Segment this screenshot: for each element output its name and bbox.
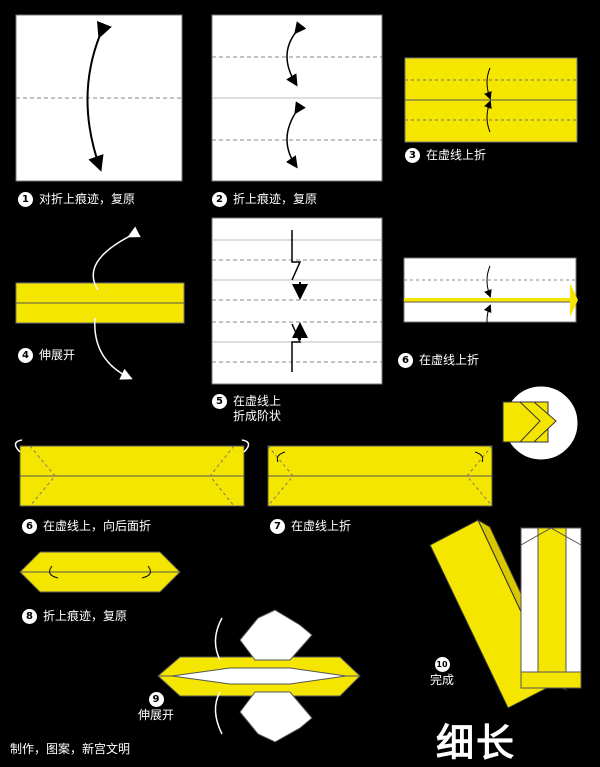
- step2-figure: [211, 14, 383, 182]
- curved-arrow-icon: [86, 20, 112, 172]
- step1-figure: [15, 14, 183, 182]
- curved-arrow-icon: [285, 101, 306, 169]
- step8-figure: [19, 551, 181, 593]
- step-fold-arrow-icon: [291, 230, 302, 281]
- step9-figure: [157, 609, 361, 743]
- step10-figure: [429, 518, 582, 709]
- step6b-figure: [14, 439, 250, 507]
- diagram-title: 细长: [436, 720, 517, 765]
- step4-figure: [15, 226, 185, 380]
- step6a-figure: [403, 257, 578, 335]
- step5-figure: [211, 217, 383, 385]
- step3-figure: [404, 57, 578, 143]
- step5-label: 5 在虚线上折成阶状: [212, 394, 281, 424]
- curved-arrow-icon: [286, 21, 307, 87]
- credit-text: 制作，图案，新宫文明: [10, 742, 131, 756]
- magnifier-circle-icon: [501, 383, 581, 463]
- step7-figure: [267, 445, 493, 507]
